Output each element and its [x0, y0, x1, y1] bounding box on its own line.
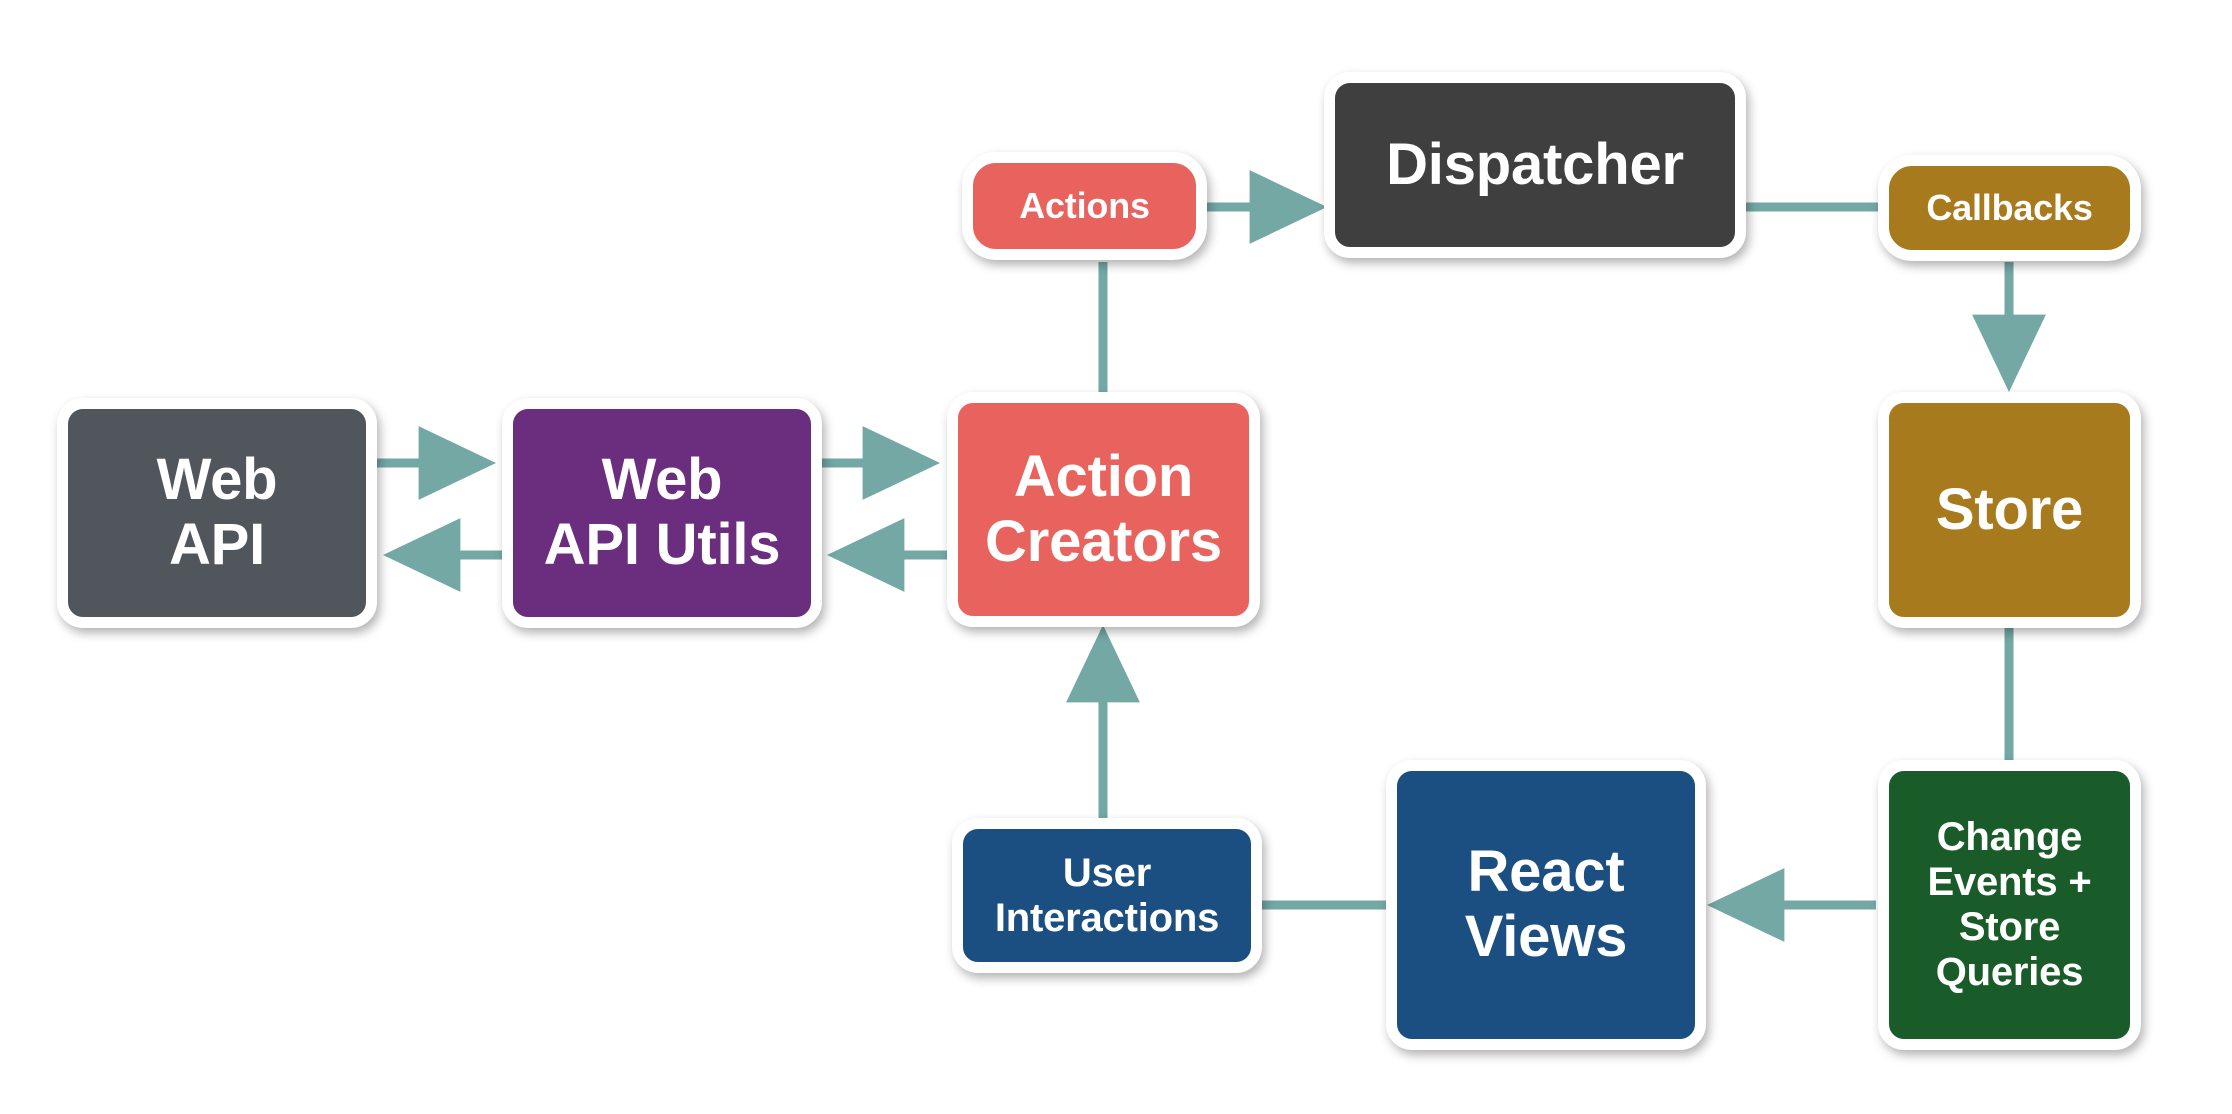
- node-change-events-label: Change Events + Store Queries: [1927, 815, 2092, 994]
- node-web-api-utils-label: Web API Utils: [543, 447, 781, 577]
- node-actions[interactable]: Actions: [962, 152, 1207, 260]
- node-react-views[interactable]: React Views: [1386, 760, 1706, 1050]
- node-web-api-label: Web API: [156, 447, 278, 577]
- node-user-interactions-label: User Interactions: [994, 850, 1220, 940]
- node-actions-label: Actions: [1019, 184, 1150, 226]
- node-user-interactions[interactable]: User Interactions: [952, 818, 1262, 973]
- node-change-events-store-queries[interactable]: Change Events + Store Queries: [1878, 760, 2141, 1050]
- node-web-api[interactable]: Web API: [57, 398, 377, 628]
- node-dispatcher[interactable]: Dispatcher: [1324, 72, 1746, 258]
- node-react-views-label: React Views: [1464, 839, 1628, 969]
- node-callbacks[interactable]: Callbacks: [1878, 155, 2141, 261]
- node-dispatcher-label: Dispatcher: [1386, 131, 1684, 197]
- node-web-api-utils[interactable]: Web API Utils: [502, 398, 822, 628]
- node-store[interactable]: Store: [1878, 392, 2141, 628]
- node-callbacks-label: Callbacks: [1926, 186, 2093, 228]
- node-store-label: Store: [1935, 476, 2084, 542]
- node-action-creators[interactable]: Action Creators: [947, 392, 1260, 627]
- node-action-creators-label: Action Creators: [985, 443, 1222, 574]
